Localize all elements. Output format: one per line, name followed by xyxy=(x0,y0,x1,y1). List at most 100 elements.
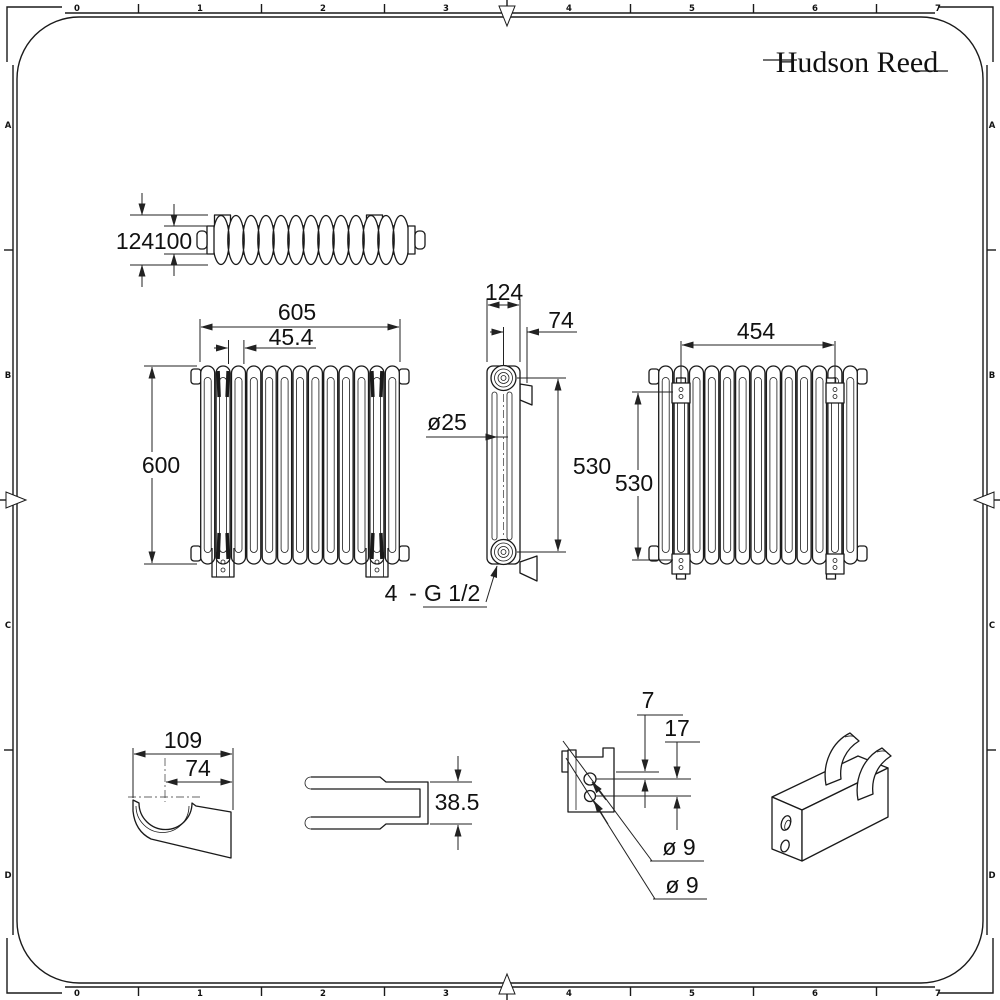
dim-text-600: 600 xyxy=(142,452,180,478)
svg-text:B: B xyxy=(989,371,995,381)
front-foot-bracket xyxy=(365,548,389,578)
svg-text:C: C xyxy=(989,621,995,631)
svg-text:A: A xyxy=(989,121,996,131)
bracket-side-inner-arc xyxy=(135,805,190,833)
dim-dia9-upper: ø 9 xyxy=(650,834,704,862)
dim-text-74-side: 74 xyxy=(548,307,574,333)
top-view-end-cap xyxy=(407,225,416,255)
svg-text:0: 0 xyxy=(74,4,80,14)
front-end-bush xyxy=(398,545,410,562)
dim-124-top: 124 xyxy=(116,193,208,287)
dim-dia25: ø25 xyxy=(426,409,508,441)
note-connections-thread: G 1/2 xyxy=(424,580,480,606)
dim-530-side: 530 xyxy=(517,377,611,553)
ruler-numbers-bottom: 0 1 2 3 4 5 6 7 xyxy=(74,989,941,999)
ruler-letters-right: A B C D xyxy=(988,121,995,881)
dim-text-dia25: ø25 xyxy=(427,409,467,435)
rear-bracket-plate xyxy=(825,553,845,580)
center-mark-left xyxy=(5,491,28,509)
bracket-front-view: 7 17 ø 9 ø 9 xyxy=(561,687,707,900)
svg-text:4: 4 xyxy=(566,4,572,14)
dim-38-5: 38.5 xyxy=(430,756,479,850)
rear-end-bush xyxy=(648,368,660,385)
svg-text:D: D xyxy=(988,871,995,881)
dim-605: 605 xyxy=(199,299,401,362)
svg-text:1: 1 xyxy=(197,4,203,14)
top-view-end-bush xyxy=(196,230,208,250)
dim-text-dia9-upper: ø 9 xyxy=(662,834,695,860)
dim-7: 7 xyxy=(596,687,691,808)
side-wall-tab-top xyxy=(519,383,533,406)
front-bracket-hooks xyxy=(216,370,384,560)
dim-text-124-side: 124 xyxy=(485,279,524,305)
dim-text-530-side: 530 xyxy=(573,453,611,479)
bracket-side-shape xyxy=(132,799,232,859)
side-column-slot xyxy=(491,391,498,541)
dim-109: 109 xyxy=(132,727,234,810)
front-end-bush xyxy=(398,368,410,385)
svg-text:5: 5 xyxy=(689,4,695,14)
svg-text:7: 7 xyxy=(935,989,941,999)
ruler-numbers-top: 0 1 2 3 4 5 6 7 xyxy=(74,4,941,14)
dim-text-530-rear: 530 xyxy=(615,470,653,496)
front-columns xyxy=(200,365,400,565)
rear-end-bush xyxy=(856,368,868,385)
dim-74-side: 74 xyxy=(490,307,577,383)
bracket-plan-outer xyxy=(311,776,429,830)
dim-text-45-4: 45.4 xyxy=(269,324,314,350)
svg-text:A: A xyxy=(5,121,12,131)
radiator-front-view: 605 45.4 600 xyxy=(142,299,410,578)
dim-text-100-top: 100 xyxy=(154,228,192,254)
svg-text:7: 7 xyxy=(935,4,941,14)
center-mark-bottom xyxy=(498,972,516,995)
iso-holes xyxy=(780,815,792,853)
svg-text:C: C xyxy=(5,621,11,631)
front-foot-bracket xyxy=(211,548,235,578)
dim-text-124-top: 124 xyxy=(116,228,155,254)
note-connections-count: 4 xyxy=(385,580,398,606)
radiator-top-view: 124 100 xyxy=(116,193,426,287)
bracket-plan-tip xyxy=(304,776,312,830)
center-mark-right xyxy=(972,491,995,509)
dim-text-17: 17 xyxy=(664,715,690,741)
side-wall-tab-bottom xyxy=(519,555,538,582)
svg-text:2: 2 xyxy=(320,4,326,14)
svg-text:5: 5 xyxy=(689,989,695,999)
ruler-ticks xyxy=(4,4,996,996)
corner-mark-top-left xyxy=(6,6,62,62)
side-top-connection xyxy=(490,364,517,392)
bracket-plan-view: 38.5 xyxy=(304,756,479,850)
front-end-bush xyxy=(190,368,202,385)
top-view-end-cap xyxy=(206,225,215,255)
radiator-rear-view: 454 530 xyxy=(615,318,868,580)
svg-text:0: 0 xyxy=(74,989,80,999)
top-view-end-bush xyxy=(414,230,426,250)
side-bottom-connection xyxy=(490,538,517,566)
corner-mark-top-right xyxy=(938,6,994,62)
side-column-slot xyxy=(506,391,513,541)
dim-text-109: 109 xyxy=(164,727,202,753)
top-view-columns xyxy=(212,214,410,266)
front-end-bush xyxy=(190,545,202,562)
dim-text-7: 7 xyxy=(642,687,655,713)
dim-74-bracket: 74 xyxy=(165,755,233,786)
center-mark-top xyxy=(498,5,516,28)
rear-bracket-plate xyxy=(671,553,691,580)
svg-text:1: 1 xyxy=(197,989,203,999)
note-connections-sep: - xyxy=(409,580,417,606)
rear-end-bush xyxy=(856,545,868,562)
bracket-plan-inner xyxy=(311,788,421,818)
dim-dia9-lower: ø 9 xyxy=(653,872,707,900)
brand-logo: Hudson Reed xyxy=(763,46,948,79)
dim-17: 17 xyxy=(596,715,700,830)
dim-text-605: 605 xyxy=(278,299,316,325)
dim-530-rear: 530 xyxy=(615,391,673,561)
corner-mark-bottom-left xyxy=(6,938,62,994)
dim-text-dia9-lower: ø 9 xyxy=(665,872,698,898)
dim-text-454: 454 xyxy=(737,318,776,344)
bracket-isometric-view xyxy=(771,732,892,862)
radiator-side-view: 124 74 ø25 530 4 - G xyxy=(385,279,611,608)
svg-text:D: D xyxy=(4,871,11,881)
